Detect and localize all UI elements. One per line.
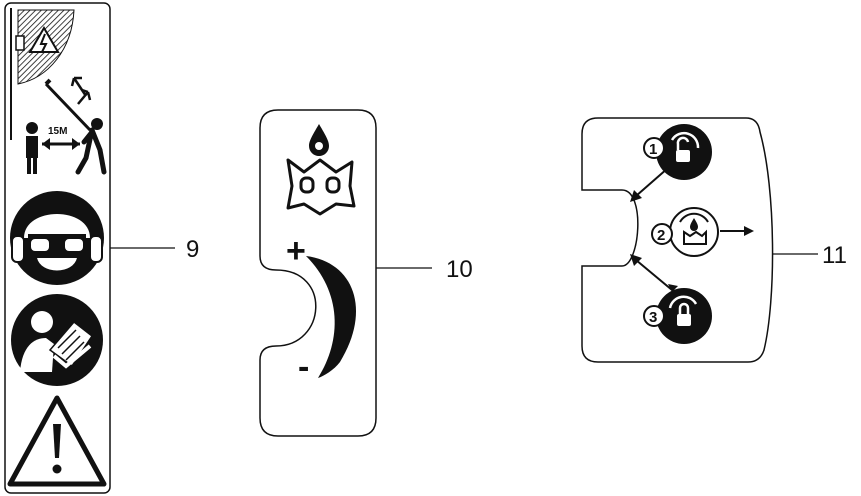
oil-adjust-icon [669, 207, 719, 257]
oil-drop-icon [309, 124, 329, 156]
step-2-number: 2 [657, 227, 665, 244]
oil-flow-scale-icon [306, 256, 357, 378]
chain-icon [286, 158, 356, 216]
decal-10: + - [259, 109, 377, 437]
callout-10: 10 [446, 256, 473, 283]
minus-sign: - [298, 348, 309, 386]
step-1-number: 1 [649, 141, 657, 158]
decal-9: 15M [4, 2, 111, 494]
warning-triangle-icon [7, 395, 107, 487]
decal-11: 1 2 3 [581, 117, 774, 363]
step-3-number: 3 [649, 309, 657, 326]
step-3: 3 [630, 254, 712, 344]
distance-label: 15M [48, 126, 67, 137]
read-manual-icon [11, 294, 103, 386]
callout-9: 9 [186, 236, 199, 263]
head-protection-icon [10, 191, 104, 285]
callout-11: 11 [822, 242, 847, 269]
electric-hazard-icon [10, 8, 75, 140]
decal-10-outline [259, 109, 377, 437]
pole-saw-operator-icon [44, 76, 107, 175]
plus-sign: + [286, 232, 306, 270]
distance-person-icon: 15M [26, 122, 80, 174]
step-1: 1 [630, 124, 712, 202]
step-2: 2 [651, 207, 754, 257]
